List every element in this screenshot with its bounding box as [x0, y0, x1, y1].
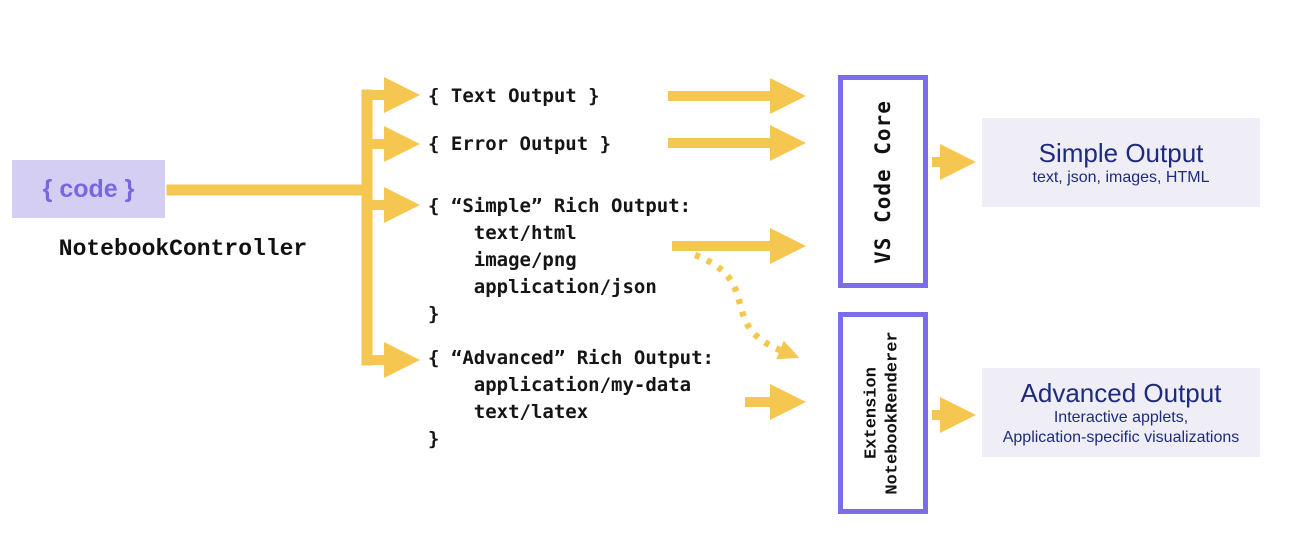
code-box: { code }: [12, 160, 165, 218]
extension-renderer-box: Extension NotebookRenderer: [838, 312, 928, 514]
text-output-literal: { Text Output }: [428, 85, 600, 107]
notebook-controller-label: NotebookController: [58, 236, 308, 262]
simple-rich-output-literal: { “Simple” Rich Output: text/html image/…: [428, 195, 692, 325]
simple-output-result-box: Simple Output text, json, images, HTML: [982, 118, 1260, 207]
simple-output-title: Simple Output: [1038, 137, 1204, 168]
advanced-output-title: Advanced Output: [1020, 377, 1222, 408]
vscode-core-box: VS Code Core: [838, 75, 928, 288]
extension-renderer-label: Extension NotebookRenderer: [863, 331, 904, 495]
advanced-output-result-box: Advanced Output Interactive applets, App…: [982, 368, 1260, 457]
advanced-output-subtitle: Interactive applets, Application-specifi…: [1002, 408, 1240, 446]
arrow-simple-to-extension-dotted: [693, 251, 800, 360]
code-box-label: { code }: [42, 174, 135, 203]
error-output-literal: { Error Output }: [428, 133, 612, 155]
simple-output-subtitle: text, json, images, HTML: [1032, 168, 1210, 186]
advanced-rich-output-literal: { “Advanced” Rich Output: application/my…: [428, 347, 714, 450]
vscode-core-label: VS Code Core: [871, 99, 895, 264]
